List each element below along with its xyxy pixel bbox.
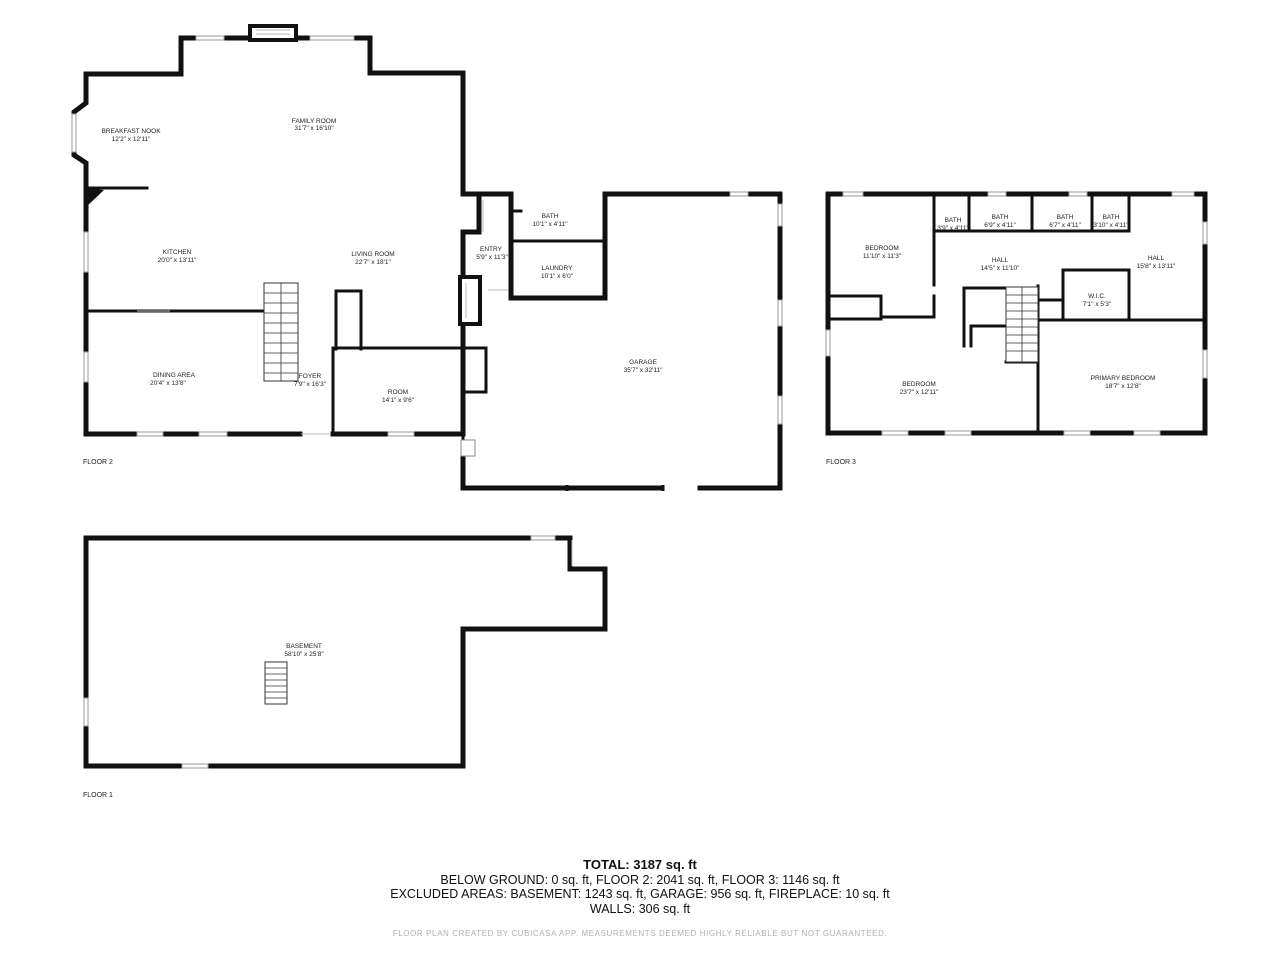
room-name-hall-b: HALL bbox=[1148, 255, 1165, 262]
room-size-hall-a: 14'5" x 11'10" bbox=[981, 265, 1020, 272]
floor-2-exterior-wall bbox=[178, 35, 482, 437]
area-summary: TOTAL: 3187 sq. ft BELOW GROUND: 0 sq. f… bbox=[0, 857, 1280, 916]
room-name-bedroom-large: BEDROOM bbox=[902, 381, 936, 388]
room-size-basement: 58'10" x 25'8" bbox=[284, 651, 324, 658]
room-size-kitchen: 20'0" x 13'11" bbox=[158, 257, 197, 264]
room-name-bath-b: BATH bbox=[992, 214, 1009, 221]
room-size-living-room: 22'7" x 18'1" bbox=[355, 259, 391, 266]
floor-2-stairs bbox=[263, 282, 299, 382]
room-size-bath-c: 6'7" x 4'11" bbox=[1049, 222, 1081, 229]
room-name-bath-c: BATH bbox=[1057, 214, 1074, 221]
room-size-bath-d: 3'10" x 4'11" bbox=[1093, 222, 1129, 229]
room-name-bath-d: BATH bbox=[1103, 214, 1120, 221]
garage-block bbox=[460, 191, 783, 491]
room-name-wic: W.I.C. bbox=[1088, 293, 1106, 300]
room-size-bath-floor2: 10'1" x 4'11" bbox=[532, 221, 568, 228]
floor-2-label: FLOOR 2 bbox=[83, 459, 113, 466]
floor-1-plan bbox=[83, 535, 608, 769]
room-size-garage: 35'7" x 32'11" bbox=[624, 367, 663, 374]
room-size-primary-bedroom: 18'7" x 12'8" bbox=[1105, 383, 1141, 390]
room-name-living-room: LIVING ROOM bbox=[351, 251, 394, 258]
floor-2-plan bbox=[71, 24, 488, 437]
room-name-garage: GARAGE bbox=[629, 359, 657, 366]
room-size-breakfast-nook: 12'2" x 12'11" bbox=[112, 136, 151, 143]
floor-3-label: FLOOR 3 bbox=[826, 459, 856, 466]
room-size-dining-area: 20'4" x 13'8" bbox=[150, 380, 186, 387]
floor-1-label: FLOOR 1 bbox=[83, 792, 113, 799]
total-area: TOTAL: 3187 sq. ft bbox=[583, 857, 697, 872]
room-name-primary-bedroom: PRIMARY BEDROOM bbox=[1091, 375, 1156, 382]
room-size-family-room: 31'7" x 16'10" bbox=[294, 125, 334, 132]
room-size-bath-b: 6'9" x 4'11" bbox=[984, 222, 1016, 229]
fireplace-top bbox=[248, 24, 298, 42]
room-size-entry: 5'9" x 11'3" bbox=[476, 254, 508, 261]
corner-fill bbox=[86, 188, 104, 207]
room-name-family-room: FAMILY ROOM bbox=[292, 118, 337, 125]
room-name-kitchen: KITCHEN bbox=[163, 249, 192, 256]
room-name-laundry: LAUNDRY bbox=[542, 265, 574, 272]
excluded-areas: EXCLUDED AREAS: BASEMENT: 1243 sq. ft, G… bbox=[390, 887, 890, 901]
room-size-bath-a: 3'9" x 4'11" bbox=[937, 225, 969, 232]
room-size-bedroom-small: 11'10" x 11'3" bbox=[863, 253, 902, 260]
room-size-room: 14'1" x 9'6" bbox=[382, 397, 415, 404]
room-size-foyer: 7'9" x 16'3" bbox=[294, 381, 327, 388]
below-ground-area: BELOW GROUND: 0 sq. ft, FLOOR 2: 2041 sq… bbox=[440, 872, 840, 887]
basement-stairs bbox=[264, 661, 288, 705]
room-name-basement: BASEMENT bbox=[286, 643, 322, 650]
room-size-laundry: 10'1" x 6'0" bbox=[541, 273, 574, 280]
room-name-room: ROOM bbox=[388, 389, 408, 396]
room-size-bedroom-large: 23'7" x 12'11" bbox=[900, 389, 939, 396]
room-name-dining-area: DINING AREA bbox=[153, 372, 196, 379]
floor-3-stairs bbox=[1005, 286, 1039, 363]
room-labels: FAMILY ROOM 31'7" x 16'10" BREAKFAST NOO… bbox=[83, 118, 1176, 799]
walls-area: WALLS: 306 sq. ft bbox=[589, 901, 691, 916]
room-name-hall-a: HALL bbox=[992, 257, 1009, 264]
room-name-entry: ENTRY bbox=[480, 246, 503, 253]
disclaimer: FLOOR PLAN CREATED BY CUBICASA APP. MEAS… bbox=[392, 929, 888, 938]
room-size-wic: 7'1" x 5'3" bbox=[1083, 301, 1112, 308]
room-name-foyer: FOYER bbox=[299, 373, 322, 380]
fireplace-living bbox=[458, 275, 482, 326]
room-name-bath-a: BATH bbox=[945, 217, 962, 224]
floor-3-plan bbox=[825, 191, 1208, 436]
room-name-breakfast-nook: BREAKFAST NOOK bbox=[101, 128, 161, 135]
room-name-bath-floor2: BATH bbox=[542, 213, 559, 220]
room-size-hall-b: 15'8" x 13'11" bbox=[1137, 263, 1176, 270]
room-name-bedroom-small: BEDROOM bbox=[865, 245, 899, 252]
